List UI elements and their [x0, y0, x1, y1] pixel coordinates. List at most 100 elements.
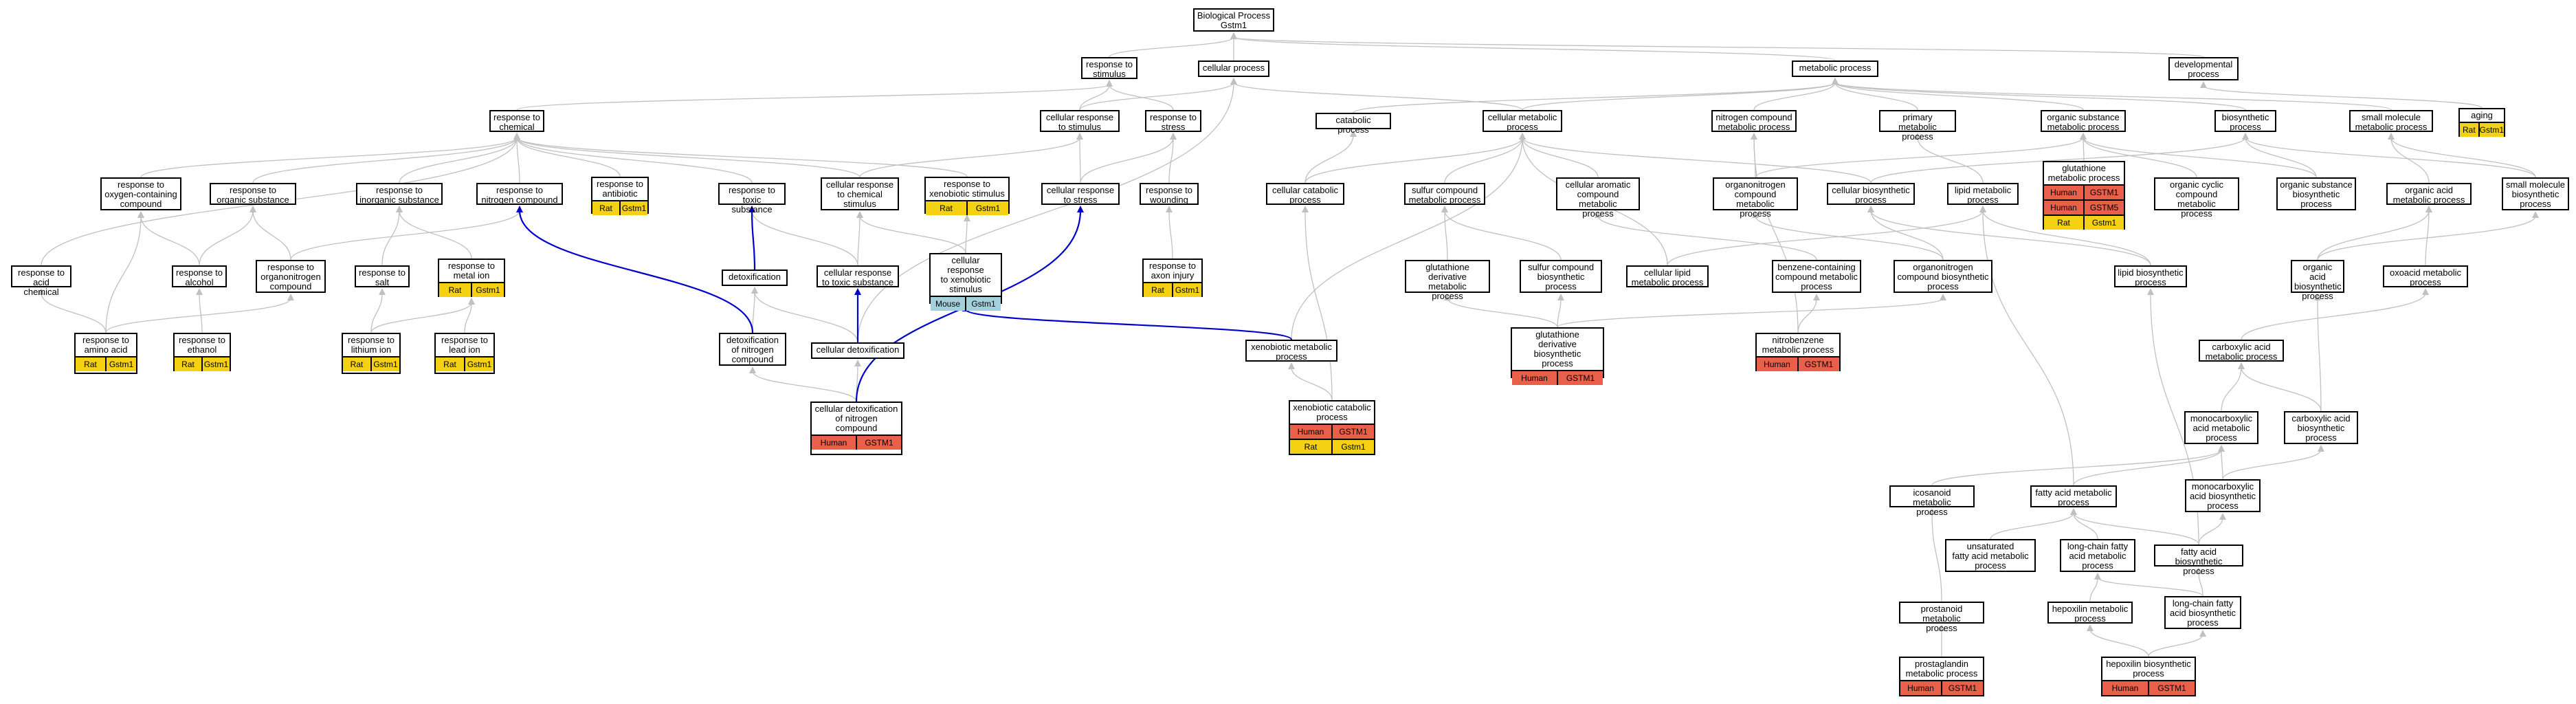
- go-term-resp-orgnitro[interactable]: response to organonitrogen compound: [256, 260, 326, 293]
- edge-resp_lead-to-resp_metal: [464, 302, 472, 333]
- go-term-label: nitrogen compound metabolic process: [1716, 112, 1792, 132]
- go-term-biosyn[interactable]: biosynthetic process: [2214, 110, 2276, 132]
- gene-label: GSTM1: [2083, 186, 2124, 199]
- go-term-org-cyclic[interactable]: organic cyclic compound metabolic proces…: [2154, 177, 2239, 219]
- edge-detox_nitro-to-resp_nitro: [518, 210, 754, 333]
- go-term-orgnitro-metab[interactable]: organonitrogen compound metabolic proces…: [1713, 177, 1798, 219]
- go-term-cell-lipid[interactable]: cellular lipid metabolic process: [1626, 265, 1709, 287]
- go-term-cell-resp-toxic[interactable]: cellular response to toxic substance: [817, 265, 899, 287]
- go-term-resp-inorg[interactable]: response to inorganic substance: [356, 183, 443, 205]
- go-term-prostanoid[interactable]: prostanoid metabolic process: [1899, 602, 1984, 633]
- edge-org_sub_biosyn-to-org_sub_metab: [2083, 137, 2317, 178]
- go-term-sulfur-metab[interactable]: sulfur compound metabolic process: [1404, 183, 1485, 205]
- go-term-cell-detox-nitro[interactable]: cellular detoxification of nitrogen comp…: [810, 402, 902, 455]
- go-term-fatty-biosyn[interactable]: fatty acid biosynthetic process: [2154, 544, 2243, 576]
- go-term-label: response to wounding: [1146, 185, 1192, 205]
- go-term-org-sub-biosyn[interactable]: organic substance biosynthetic process: [2276, 177, 2356, 210]
- go-term-root[interactable]: Biological Process Gstm1: [1193, 8, 1274, 32]
- go-term-lipid-biosyn[interactable]: lipid biosynthetic process: [2114, 265, 2187, 287]
- go-term-dev-proc[interactable]: developmental process: [2168, 57, 2239, 80]
- go-term-org-acid-biosyn[interactable]: organic acid biosynthetic process: [2291, 260, 2344, 301]
- go-term-monocarb-biosyn[interactable]: monocarboxylic acid biosynthetic process: [2185, 479, 2261, 512]
- go-term-resp-alcohol[interactable]: response to alcohol: [172, 265, 227, 287]
- go-term-label: cellular metabolic process: [1487, 112, 1557, 132]
- go-term-org-acid-metab[interactable]: organic acid metabolic process: [2386, 183, 2472, 205]
- go-term-label: cellular detoxification of nitrogen comp…: [814, 404, 898, 433]
- go-term-resp-stress[interactable]: response to stress: [1145, 110, 1201, 132]
- go-term-oxoacid[interactable]: oxoacid metabolic process: [2383, 265, 2468, 287]
- edge-carbox_biosyn-to-carbox: [2241, 366, 2322, 412]
- go-term-monocarb-metab[interactable]: monocarboxylic acid metabolic process: [2184, 411, 2258, 444]
- go-term-unsat-fatty[interactable]: unsaturated fatty acid metabolic process: [1945, 539, 2036, 572]
- go-term-resp-org-sub[interactable]: response to organic substance: [210, 183, 296, 205]
- go-term-benzene[interactable]: benzene-containing compound metabolic pr…: [1772, 260, 1861, 293]
- go-term-small-mol-biosyn[interactable]: small molecule biosynthetic process: [2502, 177, 2569, 210]
- go-term-resp-acid[interactable]: response to acid chemical: [11, 265, 71, 297]
- go-term-glut-deriv-biosyn[interactable]: glutathione derivative biosynthetic proc…: [1511, 327, 1604, 385]
- go-term-label: small molecule metabolic process: [2355, 112, 2428, 132]
- go-term-resp-stim[interactable]: response to stimulus: [1081, 57, 1137, 79]
- go-term-glut-deriv-metab[interactable]: glutathione derivative metabolic process: [1405, 260, 1490, 301]
- go-term-resp-wound[interactable]: response to wounding: [1140, 183, 1199, 205]
- go-term-orgnitro-biosyn[interactable]: organonitrogen compound biosynthetic pro…: [1894, 260, 1992, 293]
- go-term-resp-salt[interactable]: response to salt: [355, 265, 410, 287]
- go-term-small-mol-metab[interactable]: small molecule metabolic process: [2349, 110, 2433, 132]
- go-term-cell-proc[interactable]: cellular process: [1198, 60, 1269, 77]
- go-term-resp-nitro[interactable]: response to nitrogen compound: [476, 183, 563, 205]
- gene-label: GSTM1: [1331, 425, 1374, 439]
- species-label: Human: [1297, 427, 1324, 437]
- go-term-hepoxilin[interactable]: hepoxilin metabolic process: [2047, 602, 2133, 624]
- edge-nitrobenzene-to-benzene: [1797, 298, 1817, 333]
- edge-arrowhead: [38, 288, 45, 295]
- go-term-prim-metab[interactable]: primary metabolic process: [1879, 110, 1956, 142]
- go-term-detox[interactable]: detoxification: [722, 270, 788, 286]
- go-term-detox-nitro[interactable]: detoxification of nitrogen compound: [719, 333, 786, 366]
- edge-orgnitro_biosyn-to-orgnitro_metab: [1755, 215, 1944, 261]
- go-term-cell-biosyn[interactable]: cellular biosynthetic process: [1827, 183, 1915, 205]
- go-term-cell-catab[interactable]: cellular catabolic process: [1266, 183, 1344, 205]
- edge-prostanoid-to-icosanoid: [1931, 512, 1942, 602]
- go-term-resp-oxy[interactable]: response to oxygen-containing compound: [100, 177, 181, 210]
- go-term-xeno-metab[interactable]: xenobiotic metabolic process: [1245, 340, 1337, 362]
- go-term-nitro-metab[interactable]: nitrogen compound metabolic process: [1711, 110, 1797, 132]
- go-term-long-chain-biosyn[interactable]: long-chain fatty acid biosynthetic proce…: [2164, 596, 2241, 629]
- go-term-cell-resp-stress[interactable]: cellular response to stress: [1041, 183, 1120, 205]
- go-term-resp-toxic[interactable]: response to toxic substance: [718, 183, 786, 214]
- go-term-cell-resp-stim[interactable]: cellular response to stimulus: [1040, 110, 1120, 132]
- go-term-resp-chem[interactable]: response to chemical: [489, 110, 544, 132]
- go-term-catab-proc[interactable]: catabolic process: [1315, 113, 1391, 135]
- go-term-sulfur-biosyn[interactable]: sulfur compound biosynthetic process: [1520, 260, 1602, 293]
- go-term-cell-resp-xeno[interactable]: cellular response to xenobiotic stimulus…: [929, 253, 1002, 311]
- go-term-cell-metab[interactable]: cellular metabolic process: [1483, 110, 1562, 132]
- go-term-icosanoid[interactable]: icosanoid metabolic process: [1889, 485, 1975, 517]
- go-term-cell-detox[interactable]: cellular detoxification: [811, 342, 904, 359]
- go-term-org-sub-metab[interactable]: organic substance metabolic process: [2041, 110, 2126, 132]
- edge-resp_axon-to-resp_wound: [1168, 210, 1173, 259]
- go-term-carbox[interactable]: carboxylic acid metabolic process: [2199, 340, 2284, 362]
- go-term-long-chain[interactable]: long-chain fatty acid metabolic process: [2060, 539, 2135, 572]
- go-term-cell-arom[interactable]: cellular aromatic compound metabolic pro…: [1556, 177, 1640, 219]
- go-term-label: response to oxygen-containing compound: [104, 179, 177, 209]
- edge-arrowhead: [2422, 288, 2429, 295]
- go-term-lipid-metab[interactable]: lipid metabolic process: [1947, 183, 2019, 205]
- edge-biosyn-to-metab_proc: [1834, 82, 2246, 111]
- go-term-carbox-biosyn[interactable]: carboxylic acid biosynthetic process: [2284, 411, 2358, 444]
- go-term-fatty-acid[interactable]: fatty acid metabolic process: [2030, 485, 2117, 507]
- go-term-metab-proc[interactable]: metabolic process: [1792, 60, 1878, 77]
- go-term-cell-resp-chem[interactable]: cellular response to chemical stimulus: [821, 177, 899, 210]
